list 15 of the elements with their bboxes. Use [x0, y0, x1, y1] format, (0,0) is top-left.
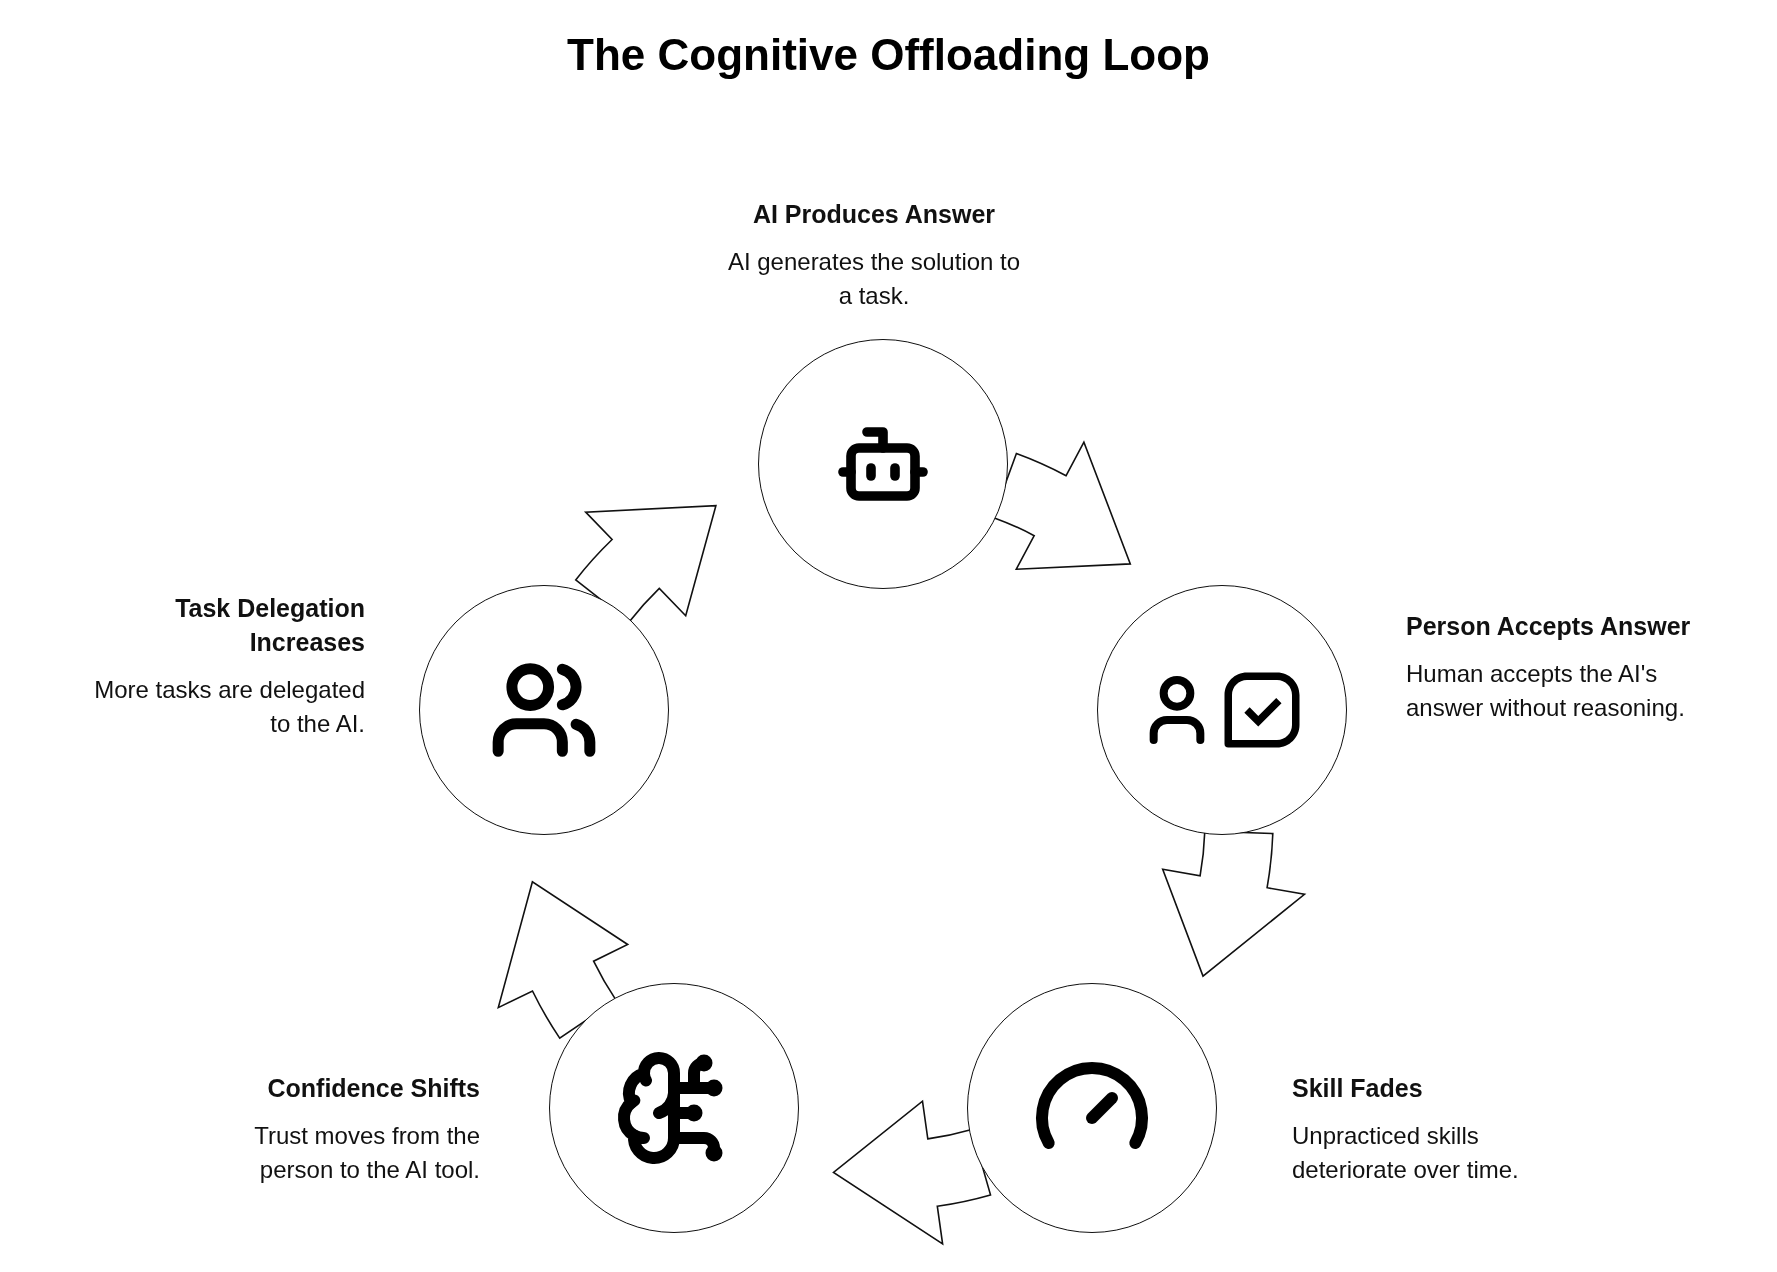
- curved-arrow: [832, 1100, 992, 1245]
- curved-arrow: [497, 881, 629, 1039]
- curved-arrow: [1161, 830, 1306, 977]
- step-heading: Confidence Shifts: [267, 1073, 480, 1104]
- step-heading: Skill Fades: [1292, 1073, 1423, 1104]
- step-description: AI generates the solution to a task.: [726, 247, 1022, 311]
- step-heading: Task Delegation Increases: [174, 593, 365, 658]
- step-description: More tasks are delegated to the AI.: [93, 675, 365, 739]
- step-description: Trust moves from the person to the AI tool.: [253, 1121, 480, 1185]
- step-heading: AI Produces Answer: [752, 199, 996, 230]
- curved-arrow: [574, 504, 717, 623]
- diagram-title: The Cognitive Offloading Loop: [567, 30, 1210, 80]
- step-heading: Person Accepts Answer: [1406, 611, 1691, 642]
- step-description: Unpracticed skills deteriorate over time.: [1292, 1121, 1520, 1185]
- step-description: Human accepts the AI's answer without reasoning.: [1406, 659, 1686, 723]
